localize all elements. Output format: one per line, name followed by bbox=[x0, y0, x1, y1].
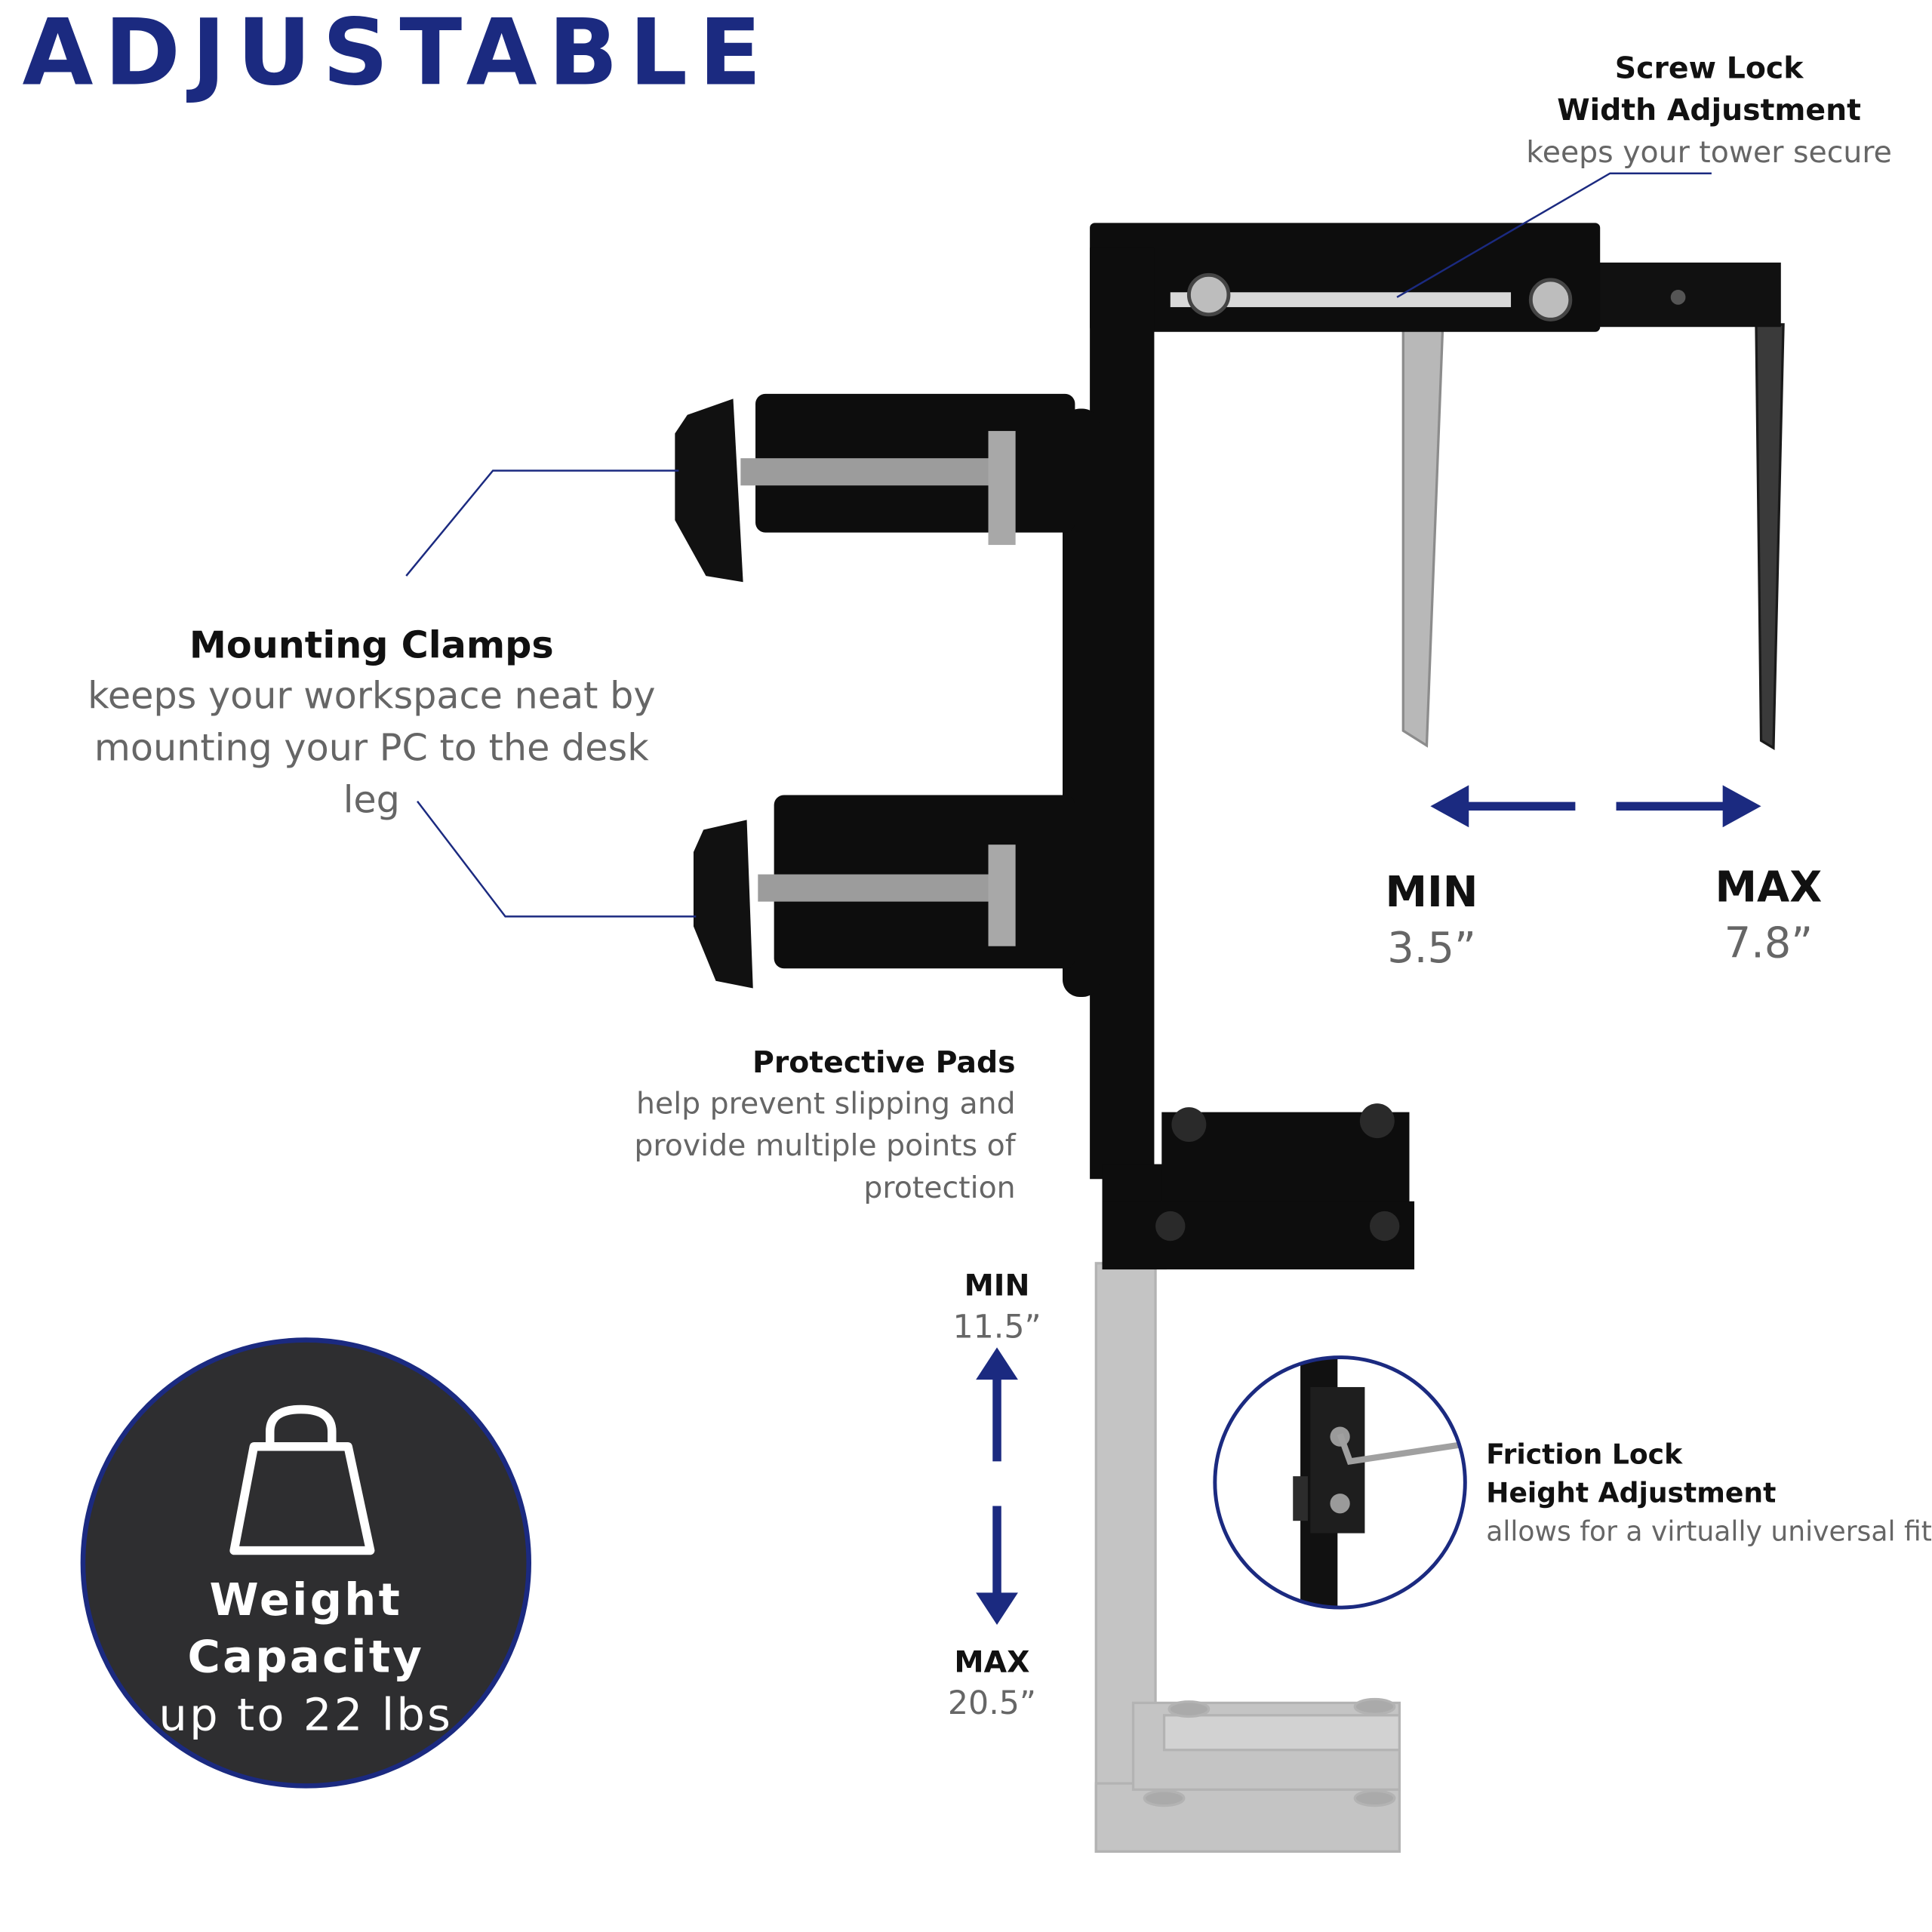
width-arrows bbox=[1430, 785, 1761, 828]
height-arrows bbox=[976, 1347, 1018, 1626]
protective-pads-title: Protective Pads bbox=[752, 1045, 1016, 1080]
weight-badge-circle bbox=[80, 1337, 532, 1789]
width-min-label: MIN bbox=[1385, 868, 1478, 918]
height-min-label: MIN bbox=[964, 1268, 1030, 1303]
callout-lines bbox=[405, 172, 1712, 918]
height-min: MIN 11.5” bbox=[929, 1266, 1066, 1350]
screw-lock-title-1: Screw Lock bbox=[1614, 51, 1804, 86]
height-max-value: 20.5” bbox=[947, 1685, 1037, 1723]
width-min: MIN 3.5” bbox=[1358, 867, 1506, 979]
friction-lock-title-2: Height Adjustment bbox=[1486, 1478, 1777, 1510]
friction-lock-detail bbox=[1213, 1355, 1467, 1610]
weight-badge-value: up to 22 lbs bbox=[158, 1690, 454, 1742]
width-max: MAX 7.8” bbox=[1692, 862, 1845, 974]
protective-pads-desc-3: protection bbox=[863, 1170, 1016, 1205]
mounting-clamps-desc-2: mounting your PC to the desk leg bbox=[94, 727, 649, 823]
width-max-value: 7.8” bbox=[1724, 918, 1814, 969]
protective-pads-callout: Protective Pads help prevent slipping an… bbox=[620, 1043, 1016, 1209]
mounting-clamps-desc-1: keeps your workspace neat by bbox=[88, 675, 656, 718]
width-min-value: 3.5” bbox=[1387, 924, 1476, 974]
page-title: ADJUSTABLE bbox=[22, 0, 773, 107]
weight-badge-title: Weight Capacity bbox=[187, 1575, 425, 1684]
screw-lock-title-2: Width Adjustment bbox=[1557, 93, 1862, 128]
screw-lock-desc: keeps your tower secure bbox=[1526, 134, 1892, 170]
mounting-clamps-callout: Mounting Clamps keeps your workspace nea… bbox=[62, 622, 681, 827]
height-max: MAX 20.5” bbox=[924, 1642, 1060, 1727]
friction-lock-desc: allows for a virtually universal fit bbox=[1486, 1517, 1932, 1549]
friction-lock-title-1: Friction Lock bbox=[1486, 1440, 1683, 1472]
protective-pads-desc-2: provide multiple points of bbox=[634, 1128, 1016, 1163]
ghost-extended-bracket bbox=[1094, 1262, 1401, 1853]
width-max-label: MAX bbox=[1715, 863, 1823, 913]
protective-pads-desc-1: help prevent slipping and bbox=[636, 1086, 1016, 1121]
lower-clamp bbox=[693, 795, 1075, 989]
main-bracket bbox=[1063, 223, 1601, 1270]
friction-lock-callout: Friction Lock Height Adjustment allows f… bbox=[1486, 1437, 1932, 1552]
weight-badge: Weight Capacity up to 22 lbs bbox=[83, 1573, 529, 1746]
weight-icon bbox=[229, 1404, 375, 1555]
height-min-value: 11.5” bbox=[952, 1309, 1041, 1346]
mounting-clamps-title: Mounting Clamps bbox=[189, 624, 554, 668]
screw-lock-callout: Screw Lock Width Adjustment keeps your t… bbox=[1523, 47, 1894, 173]
upper-clamp bbox=[675, 393, 1075, 583]
adjustable-prongs bbox=[1401, 262, 1785, 751]
height-max-label: MAX bbox=[954, 1644, 1030, 1680]
